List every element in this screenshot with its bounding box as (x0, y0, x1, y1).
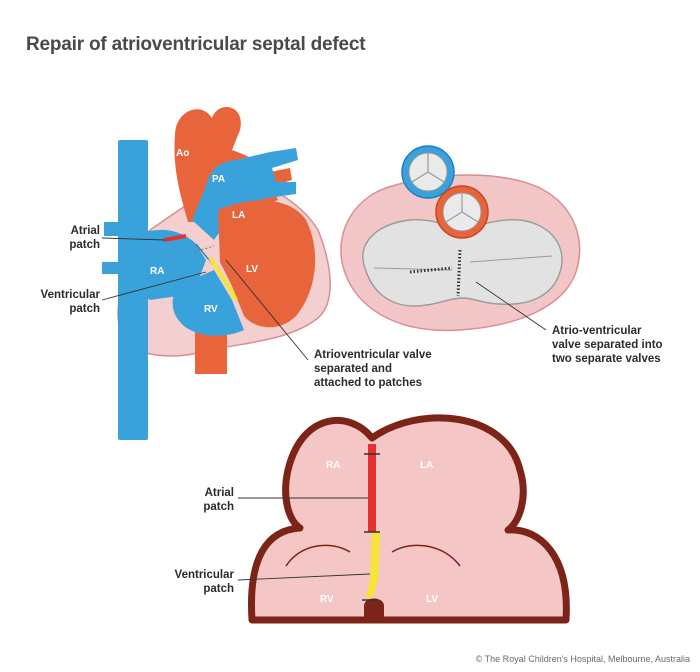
chamber-label-la: LA (232, 210, 246, 221)
bottom-ventricular-patch-label: Ventricular patch (174, 569, 234, 595)
bottom-chamber-label-la: LA (420, 460, 434, 471)
chamber-label-lv: LV (246, 264, 259, 275)
av-valve-leader (225, 259, 309, 361)
chamber-label-ra: RA (150, 266, 165, 277)
copyright-credit: © The Royal Children's Hospital, Melbour… (475, 654, 690, 664)
chamber-label-rv: RV (204, 304, 218, 315)
bottom-chamber-label-lv: LV (426, 594, 439, 605)
bottom-ventricular-patch-leader (237, 573, 371, 581)
valve-leader (475, 281, 547, 331)
bottom-chamber-label-ra: RA (326, 460, 341, 471)
page-title: Repair of atrioventricular septal defect (26, 34, 366, 55)
bottom-chamber-label-rv: RV (320, 594, 334, 605)
chamber-label-pa: PA (212, 174, 226, 185)
atrial-patch-leader (101, 237, 166, 241)
av-valve-label: Atrioventricular valve separated and att… (314, 349, 432, 389)
ventricular-patch-leader (101, 271, 207, 301)
valve-separated-label: Atrio-ventricular valve separated into t… (552, 325, 663, 365)
chamber-label-ao: Ao (176, 148, 190, 159)
atrial-patch-label: Atrial patch (69, 225, 100, 251)
bottom-atrial-patch-label: Atrial patch (203, 487, 234, 513)
ventricular-patch-label: Ventricular patch (40, 289, 100, 315)
